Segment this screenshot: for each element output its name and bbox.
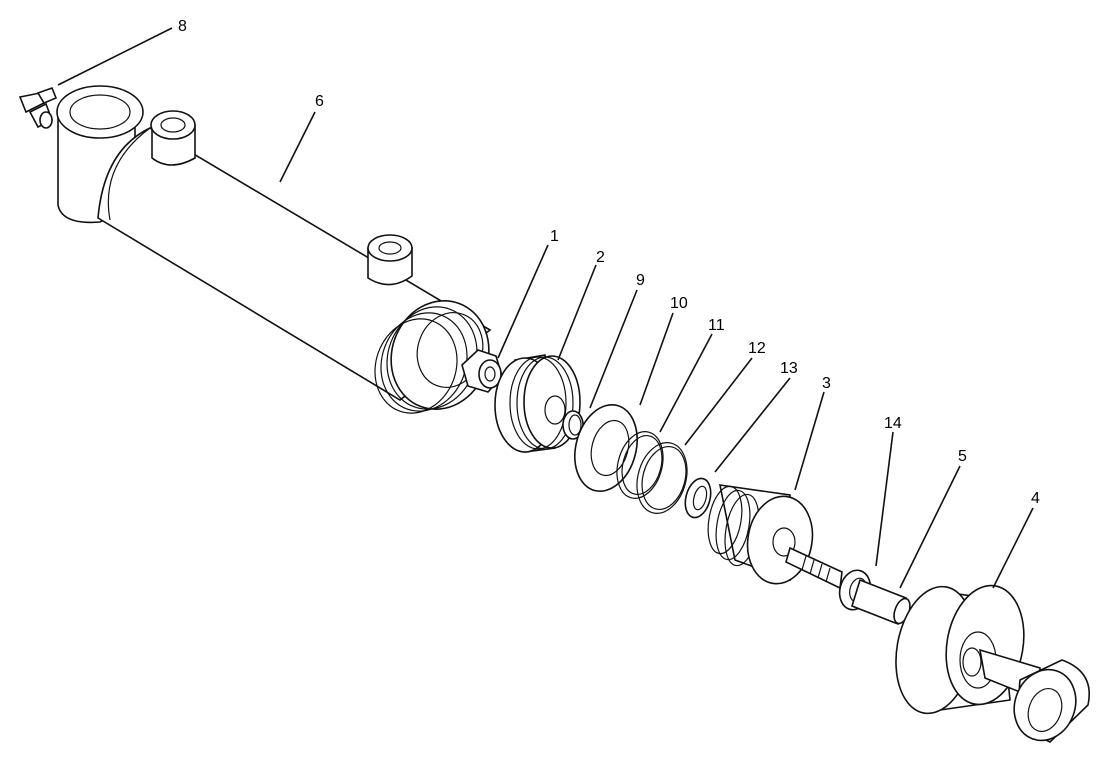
callout-6: 6 [315,93,324,110]
part-13-seal [684,477,712,519]
callout-9: 9 [636,272,645,289]
part-8-grease-fitting [18,86,58,129]
callout-4: 4 [1031,490,1040,507]
callout-11: 11 [708,317,725,334]
part-3-gland [707,484,814,585]
callout-2: 2 [596,249,605,266]
callout-labels: 8 6 1 2 9 10 11 12 13 3 14 5 4 [178,18,1040,507]
part-5-rod [851,578,911,626]
leader-lines [57,27,1034,589]
callout-1: 1 [550,228,559,245]
callout-8: 8 [178,18,187,35]
callout-10: 10 [670,295,688,312]
callout-12: 12 [748,340,766,357]
callout-5: 5 [958,448,967,465]
callout-14: 14 [884,415,902,432]
part-4-rod-end-cap [895,584,1090,743]
callout-3: 3 [822,375,831,392]
part-12-ring [636,442,688,514]
part-6-cylinder-barrel [56,85,492,414]
callout-13: 13 [780,360,798,377]
part-11-ring [616,431,664,499]
